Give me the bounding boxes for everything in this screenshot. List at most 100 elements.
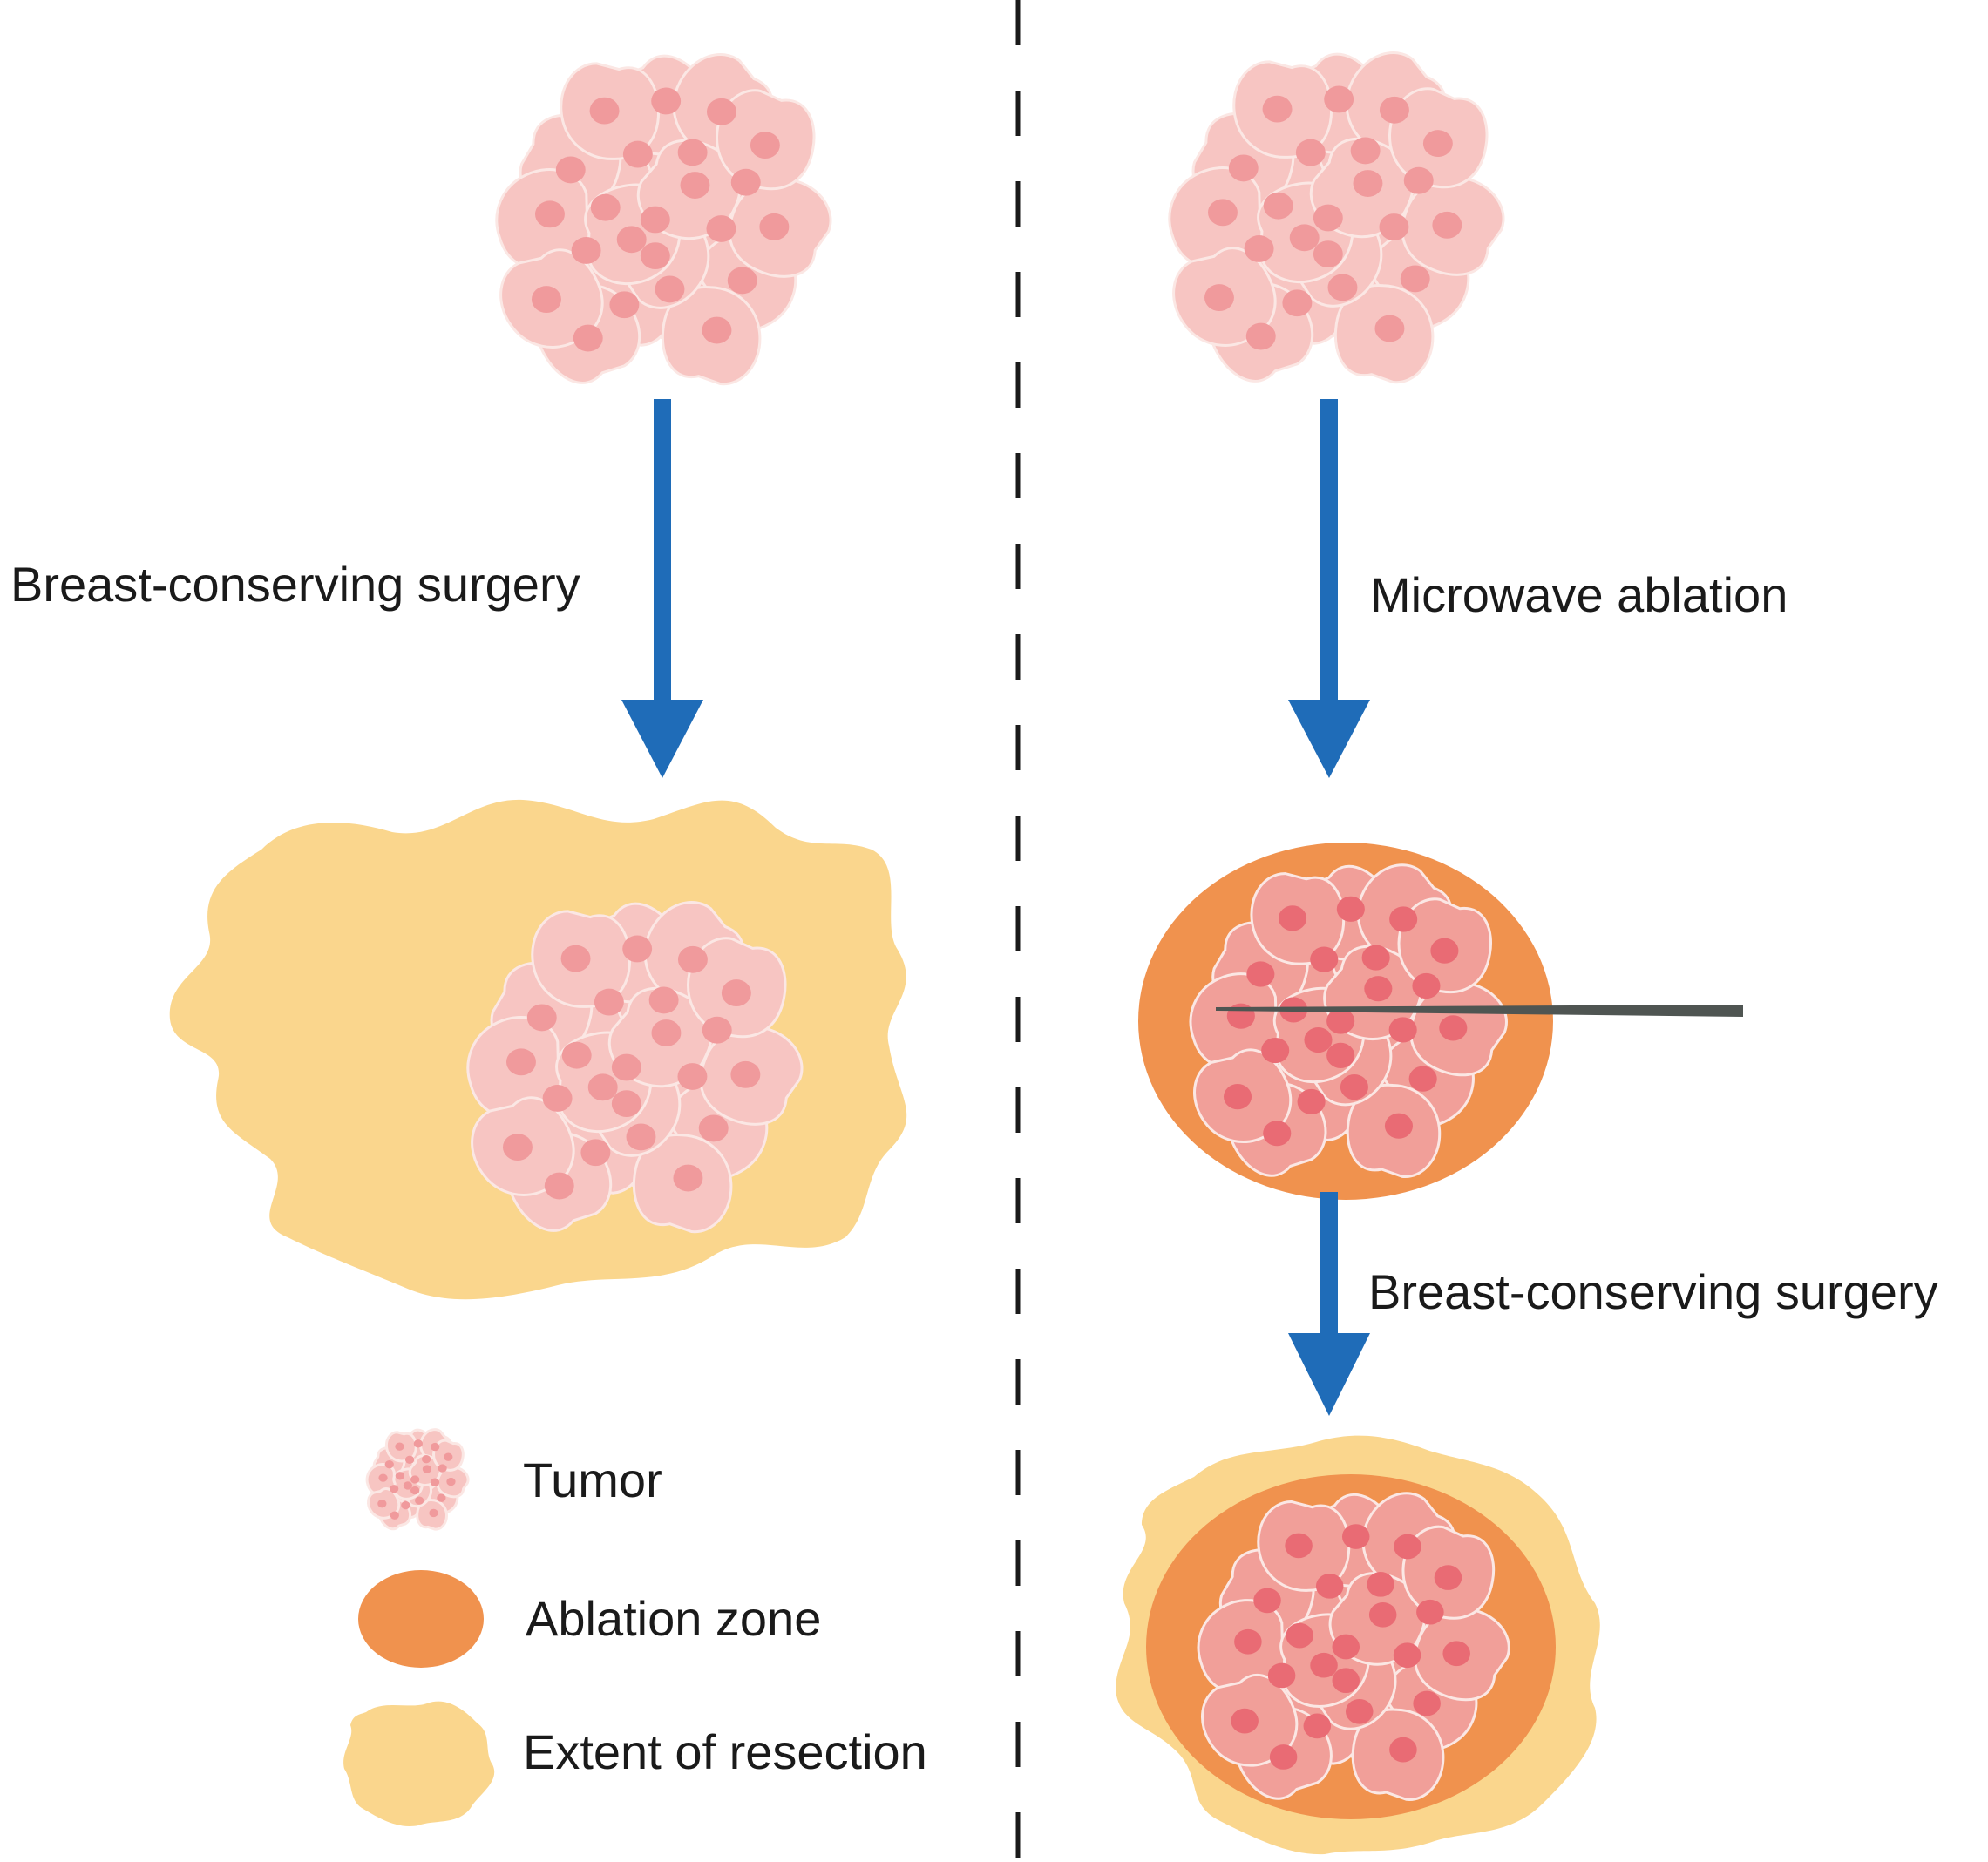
cell-nucleus: [384, 1460, 394, 1469]
tumor-top-left: [479, 36, 841, 403]
cell-nucleus: [503, 1134, 533, 1161]
cell-nucleus: [1364, 976, 1393, 1002]
cell-nucleus: [429, 1508, 438, 1518]
cell-nucleus: [1361, 945, 1390, 971]
label-right-surgery: Breast-conserving surgery: [1368, 1264, 1938, 1319]
cell-nucleus: [1234, 1628, 1262, 1655]
cell-nucleus: [526, 1004, 557, 1032]
cell-nucleus: [1246, 961, 1275, 987]
cell-nucleus: [573, 324, 603, 352]
tumor-top-right: [1152, 34, 1514, 401]
cell-nucleus: [1408, 1066, 1437, 1092]
legend-tumor-icon: [361, 1423, 472, 1536]
cell-nucleus: [1341, 1524, 1370, 1549]
cell-nucleus: [444, 1452, 453, 1461]
cell-nucleus: [1263, 192, 1293, 220]
cell-nucleus: [1208, 199, 1238, 227]
cell-nucleus: [561, 1041, 592, 1069]
cell-nucleus: [655, 275, 685, 303]
cell-nucleus: [1279, 905, 1307, 931]
cell-nucleus: [542, 1085, 573, 1112]
cell-nucleus: [431, 1442, 440, 1452]
cell-nucleus: [378, 1473, 388, 1482]
cell-nucleus: [410, 1475, 420, 1484]
cell-nucleus: [1350, 137, 1381, 165]
cell-nucleus: [1269, 1744, 1298, 1770]
cell-nucleus: [698, 1114, 729, 1142]
cell-nucleus: [506, 1048, 536, 1076]
cell-nucleus: [1297, 1088, 1326, 1115]
cell-nucleus: [422, 1465, 432, 1473]
cell-nucleus: [702, 316, 732, 344]
cell-nucleus: [1340, 1074, 1368, 1100]
cell-nucleus: [1244, 235, 1274, 262]
cell-nucleus: [410, 1486, 420, 1495]
legend-tumor-label: Tumor: [523, 1452, 662, 1507]
cell-nucleus: [721, 979, 751, 1007]
cell-nucleus: [1439, 1015, 1468, 1041]
cell-nucleus: [395, 1472, 404, 1480]
cell-nucleus: [1326, 1042, 1355, 1068]
cell-nucleus: [1282, 289, 1313, 317]
arrow-left: [621, 399, 703, 778]
cell-nucleus: [1286, 1622, 1313, 1649]
cell-nucleus: [677, 945, 708, 973]
cell-nucleus: [1231, 1708, 1259, 1734]
cell-nucleus: [589, 97, 620, 125]
cell-nucleus: [446, 1477, 456, 1486]
arrow-right-1: [1288, 399, 1370, 778]
cell-nucleus: [1267, 1662, 1296, 1689]
legend-resection-label: Extent of resection: [523, 1724, 927, 1779]
legend: Tumor Ablation zone Extent of resection: [343, 1423, 927, 1826]
cell-nucleus: [651, 87, 682, 115]
cell-nucleus: [706, 215, 736, 242]
cell-nucleus: [1332, 1668, 1360, 1694]
cell-nucleus: [680, 172, 710, 199]
cell-nucleus: [438, 1464, 447, 1473]
cell-nucleus: [706, 98, 736, 125]
cell-nucleus: [1285, 1533, 1313, 1559]
cell-nucleus: [1394, 1534, 1421, 1560]
cell-nucleus: [1400, 265, 1430, 293]
cell-nucleus: [1253, 1588, 1281, 1614]
cell-nucleus: [1393, 1642, 1421, 1669]
cell-nucleus: [1263, 1121, 1292, 1147]
cell-nucleus: [1345, 1698, 1374, 1724]
cell-nucleus: [1262, 95, 1293, 123]
cell-nucleus: [609, 291, 640, 319]
cell-nucleus: [1413, 1690, 1441, 1716]
cell-nucleus: [677, 1063, 708, 1090]
cell-nucleus: [730, 168, 761, 196]
cell-nucleus: [1228, 154, 1259, 182]
cell-nucleus: [1434, 1565, 1462, 1590]
arrow-right-2: [1288, 1192, 1370, 1416]
cell-nucleus: [390, 1485, 399, 1493]
cell-nucleus: [677, 139, 708, 166]
cell-nucleus: [1442, 1641, 1470, 1667]
cell-nucleus: [1313, 240, 1343, 268]
cell-nucleus: [1304, 1027, 1333, 1053]
cell-nucleus: [555, 156, 586, 184]
cell-nucleus: [1412, 972, 1441, 999]
cell-nucleus: [1295, 139, 1326, 166]
cell-nucleus: [616, 226, 647, 254]
cell-nucleus: [1389, 906, 1418, 932]
cell-nucleus: [1303, 1713, 1332, 1739]
cell-nucleus: [640, 242, 670, 270]
cell-nucleus: [401, 1500, 410, 1510]
cell-nucleus: [1353, 170, 1383, 197]
cell-nucleus: [1379, 96, 1409, 124]
label-microwave-ablation: Microwave ablation: [1370, 567, 1788, 622]
cell-nucleus: [404, 1455, 415, 1464]
cell-nucleus: [544, 1172, 574, 1200]
cell-nucleus: [1204, 284, 1234, 311]
cell-nucleus: [1389, 1737, 1417, 1763]
cell-nucleus: [1224, 1084, 1252, 1110]
cell-nucleus: [1416, 1599, 1444, 1625]
cell-nucleus: [1245, 322, 1276, 350]
cell-nucleus: [403, 1481, 413, 1490]
cell-nucleus: [1432, 211, 1462, 239]
cell-nucleus: [651, 1019, 682, 1046]
cell-nucleus: [395, 1442, 404, 1451]
